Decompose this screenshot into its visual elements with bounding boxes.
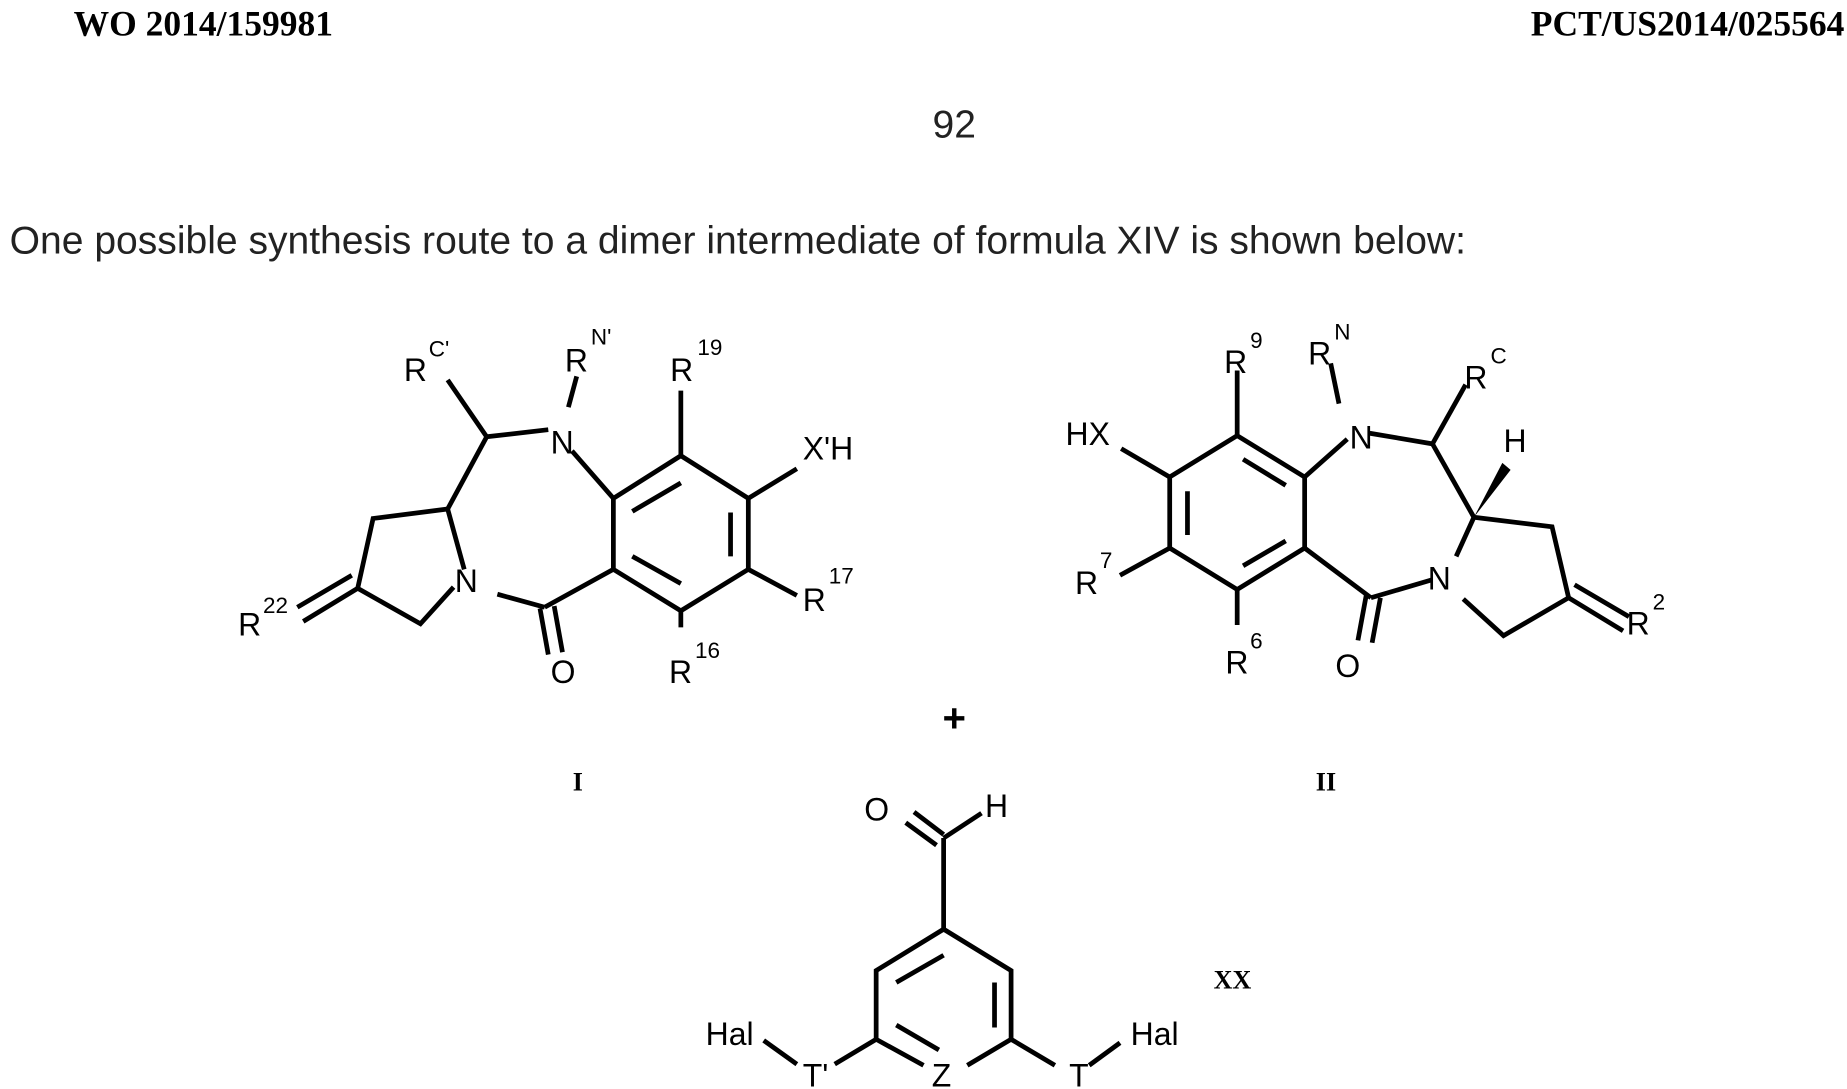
bond — [747, 567, 798, 598]
carbonyl-double-bond — [1355, 594, 1383, 644]
bond — [1119, 446, 1171, 480]
aromatic-double-bond — [1241, 457, 1287, 488]
superscript-label: C' — [429, 336, 450, 361]
superscript-label: 7 — [1100, 548, 1113, 573]
atom-label: R — [1224, 344, 1247, 380]
superscript-label: 6 — [1250, 629, 1263, 654]
bond — [762, 1038, 799, 1067]
bond — [1009, 1037, 1057, 1068]
benzene-ring — [611, 452, 751, 614]
bond — [445, 435, 489, 511]
atom-label: R — [1075, 565, 1098, 601]
atom-label: HX — [1066, 416, 1110, 452]
atom-label: N — [455, 563, 478, 599]
atom-label: H — [1504, 423, 1527, 459]
bond — [1328, 362, 1342, 405]
atom-label: R — [803, 582, 826, 618]
carbonyl-double-bond — [537, 605, 565, 656]
bond — [1430, 383, 1468, 446]
bond — [486, 427, 549, 440]
atom-label: T' — [803, 1058, 829, 1089]
aromatic-double-bond — [631, 554, 683, 586]
bond — [570, 449, 616, 500]
bond — [747, 466, 799, 501]
compound-label-II: II — [1316, 768, 1336, 797]
atom-label: O — [1335, 648, 1360, 684]
pyrrolidine-ring — [355, 506, 456, 627]
stereo-wedge-bond — [1473, 462, 1511, 518]
superscript-label: N' — [591, 324, 612, 349]
publication-number: WO 2014/159981 — [74, 4, 333, 44]
compound-II-structure: R 9 R N R C HX N H R 7 N R 6 O R 2 — [1066, 320, 1666, 684]
atom-label: T — [1069, 1058, 1089, 1089]
superscript-label: N — [1334, 320, 1350, 345]
atom-label: R — [238, 607, 261, 643]
compound-label-XX: XX — [1214, 965, 1252, 994]
atom-label: N — [1428, 560, 1451, 596]
atom-label: R — [1308, 336, 1331, 372]
superscript-label: 22 — [263, 593, 288, 618]
superscript-label: 16 — [695, 638, 720, 663]
bond — [1118, 545, 1171, 578]
atom-label: Z — [932, 1058, 952, 1089]
superscript-label: C — [1490, 343, 1506, 368]
exocyclic-double-bond — [1567, 582, 1631, 633]
bond — [1454, 516, 1477, 558]
bond — [1430, 442, 1476, 519]
compound-XX-structure: O H Hal T' Z T Hal — [706, 788, 1179, 1089]
bond — [1370, 577, 1432, 601]
atom-label: R — [1627, 605, 1650, 641]
atom-label: Hal — [1131, 1016, 1179, 1052]
atom-label: R — [669, 654, 692, 690]
atom-label: X'H — [803, 430, 853, 466]
atom-label: R — [1464, 359, 1487, 395]
aromatic-double-bond — [631, 480, 683, 514]
bond — [445, 378, 489, 439]
bond — [445, 508, 467, 570]
exocyclic-double-bond — [296, 573, 359, 624]
superscript-label: 2 — [1653, 590, 1666, 615]
bond — [833, 1037, 878, 1067]
bond — [1303, 437, 1349, 479]
atom-label: R — [565, 343, 588, 379]
pyrrolidine-ring — [1461, 514, 1572, 639]
bond — [566, 375, 579, 408]
aromatic-double-bond — [895, 1023, 941, 1052]
atom-label: O — [551, 654, 576, 690]
bond — [1303, 546, 1373, 600]
atom-label: R — [1225, 645, 1248, 681]
atom-label: H — [985, 788, 1008, 824]
atom-label: O — [864, 791, 889, 827]
bond — [1087, 1040, 1122, 1068]
application-number: PCT/US2014/025564 — [1531, 4, 1845, 44]
bond — [1369, 430, 1433, 447]
atom-label: Hal — [706, 1016, 754, 1052]
aldehyde-double-bond — [904, 810, 946, 848]
superscript-label: 17 — [829, 564, 854, 589]
benzene-ring — [1167, 432, 1308, 593]
aromatic-double-bond — [895, 953, 945, 985]
atom-label: R — [404, 352, 427, 388]
aromatic-ring — [873, 927, 1014, 1068]
page-number: 92 — [933, 103, 976, 146]
superscript-label: 9 — [1250, 328, 1263, 353]
intro-paragraph: One possible synthesis route to a dimer … — [10, 219, 1466, 262]
bond — [942, 811, 983, 841]
aromatic-double-bond — [1241, 538, 1287, 568]
atom-label: N — [1350, 420, 1373, 456]
atom-label: R — [670, 352, 693, 388]
atom-label: N — [551, 424, 574, 460]
compound-label-I: I — [573, 768, 583, 797]
bond — [543, 567, 615, 610]
compound-I-structure: R C' R N' R 19 N X'H R 17 N O R 16 R 22 — [238, 324, 854, 690]
bond — [496, 591, 546, 610]
reaction-plus-sign: + — [943, 696, 967, 741]
superscript-label: 19 — [697, 335, 722, 360]
